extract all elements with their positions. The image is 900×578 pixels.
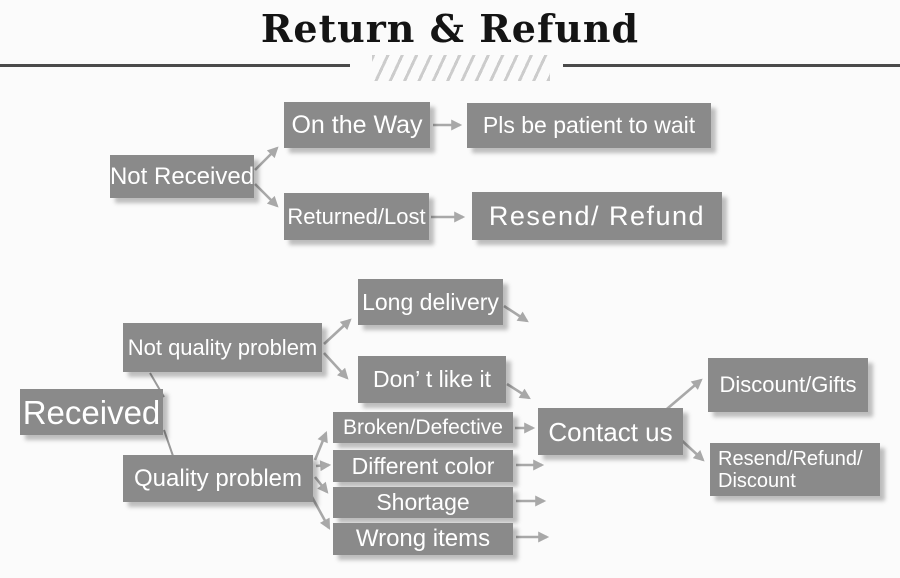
node-label: Broken/Defective — [343, 416, 503, 439]
node-label: On the Way — [291, 110, 423, 139]
node-returned-lost: Returned/Lost — [284, 193, 429, 240]
node-contact-us: Contact us — [538, 408, 683, 455]
node-resend-refund: Resend/ Refund — [472, 192, 722, 240]
node-label: Contact us — [548, 416, 673, 447]
node-different-color: Different color — [333, 450, 513, 482]
arrow-quality-to-different-color — [315, 460, 332, 472]
arrow-quality-to-wrong-items — [310, 496, 331, 530]
node-label: Not Received — [109, 162, 255, 190]
node-label: Different color — [351, 452, 495, 479]
hatch-decoration — [372, 55, 550, 81]
arrow-not-quality-to-dont-like-it — [323, 352, 349, 380]
arrow-not-quality-to-long-delivery — [323, 318, 352, 345]
node-label: Resend/ Refund — [488, 200, 706, 231]
node-label: Not quality problem — [127, 334, 318, 360]
node-broken-defective: Broken/Defective — [333, 412, 513, 443]
node-not-received: Not Received — [110, 155, 254, 198]
node-label: Returned/Lost — [287, 203, 426, 229]
node-label: Received — [22, 393, 161, 431]
node-received: Received — [20, 389, 163, 435]
arrow-not-received-to-on-the-way — [254, 146, 279, 171]
node-dont-like-it: Don’ t like it — [358, 356, 506, 403]
node-label: Pls be patient to wait — [482, 112, 696, 138]
node-label: Don’ t like it — [372, 366, 492, 392]
node-discount-gifts: Discount/Gifts — [708, 358, 868, 412]
arrow-dont-like-it-to-contact — [506, 382, 531, 400]
node-label: Shortage — [376, 489, 470, 515]
node-label: Wrong items — [355, 525, 491, 552]
divider-right — [563, 64, 900, 67]
node-label-line1: Resend/Refund/ — [718, 447, 863, 470]
node-label: Discount/Gifts — [719, 372, 857, 397]
line-received-to-quality-problem — [163, 429, 174, 457]
node-not-quality-problem: Not quality problem — [123, 323, 322, 372]
node-on-the-way: On the Way — [284, 102, 430, 148]
node-resend-refund-discount: Resend/Refund/ Discount — [710, 443, 880, 496]
node-label-line2: Discount — [718, 469, 796, 492]
node-wrong-items: Wrong items — [333, 523, 513, 555]
node-long-delivery: Long delivery — [358, 279, 503, 325]
node-quality-problem: Quality problem — [123, 455, 313, 502]
node-pls-be-patient: Pls be patient to wait — [467, 103, 711, 148]
node-label: Quality problem — [133, 464, 303, 492]
arrow-quality-to-broken-defective — [313, 430, 328, 461]
arrow-not-received-to-returned-lost — [254, 183, 279, 208]
divider-left — [0, 64, 350, 67]
node-label: Long delivery — [362, 288, 499, 315]
arrow-quality-to-shortage — [313, 476, 329, 494]
page-title: Return & Refund — [260, 6, 640, 51]
arrow-long-delivery-to-contact — [503, 304, 529, 323]
node-shortage: Shortage — [333, 487, 513, 518]
